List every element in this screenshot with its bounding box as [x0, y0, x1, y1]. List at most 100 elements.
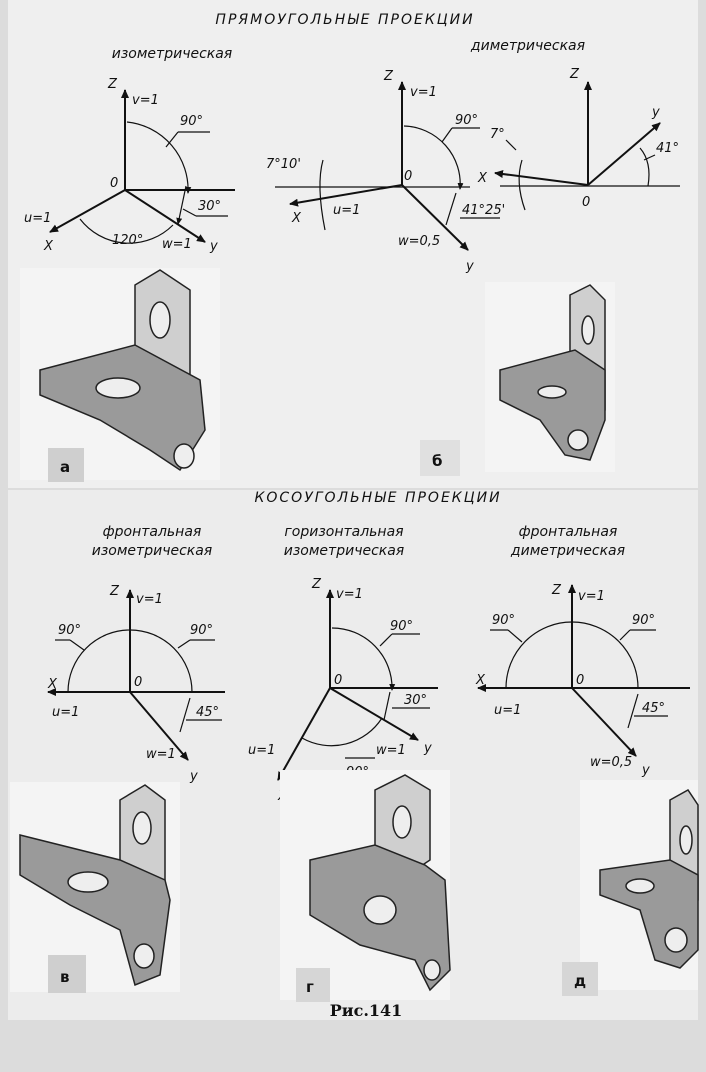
- subtitle-horiz-iso-2: изометрическая: [284, 543, 404, 559]
- subtitle-front-dim-2: диметрическая: [510, 543, 625, 559]
- angle-90: 90°: [455, 113, 478, 128]
- label-v1: v=1: [132, 93, 159, 108]
- tag-b: б: [432, 452, 442, 470]
- label-v1: v=1: [136, 592, 163, 607]
- axis-x: [49, 189, 126, 233]
- axis-x: [494, 170, 589, 186]
- label-u1: u=1: [333, 203, 360, 218]
- hole: [149, 301, 171, 339]
- label-origin: 0: [110, 176, 118, 191]
- label-origin: 0: [576, 673, 584, 688]
- arc-45: [627, 693, 639, 729]
- hole: [67, 871, 109, 893]
- label-w05: w=0,5: [590, 755, 632, 770]
- figure-caption: Рис.141: [330, 1001, 403, 1020]
- label-y: y: [465, 259, 474, 274]
- part-a: а: [20, 268, 220, 482]
- title-rect: ПРЯМОУГОЛЬНЫЕ ПРОЕКЦИИ: [215, 12, 474, 28]
- hole: [132, 811, 152, 845]
- label-w1: w=1: [162, 237, 192, 252]
- axis-x: [277, 687, 331, 781]
- label-z: Z: [383, 69, 394, 84]
- angle-90: 90°: [390, 619, 413, 634]
- label-origin: 0: [582, 195, 590, 210]
- label-z: Z: [107, 77, 118, 92]
- axis-y: [329, 687, 419, 741]
- label-origin: 0: [134, 675, 142, 690]
- label-origin: 0: [404, 169, 412, 184]
- arc-7: [518, 159, 526, 211]
- angle-30: 30°: [404, 693, 427, 708]
- label-y: y: [651, 105, 660, 120]
- diagram-isometric: Z v=1 90° 0 30° u=1 X 120° w=1 y: [24, 77, 235, 254]
- subtitle-front-iso-2: изометрическая: [92, 543, 212, 559]
- subtitle-front-dim-1: фронтальная: [519, 524, 618, 540]
- arc-41-25: [445, 192, 457, 226]
- label-origin: 0: [334, 673, 342, 688]
- hole: [625, 878, 655, 894]
- angle-7: 7°: [490, 127, 505, 142]
- angle-41: 41°: [656, 141, 679, 156]
- arc-90-90: [505, 621, 639, 689]
- label-v1: v=1: [336, 587, 363, 602]
- hole: [567, 429, 589, 451]
- axis-x: [289, 184, 403, 207]
- angle-7-10: 7°10': [266, 157, 301, 172]
- angle-90: 90°: [180, 114, 203, 129]
- arc-90-bottom: [301, 717, 383, 747]
- label-u1: u=1: [248, 743, 275, 758]
- arc-120: [79, 218, 174, 244]
- hole: [679, 825, 693, 855]
- angle-45: 45°: [642, 701, 665, 716]
- hole: [581, 315, 595, 345]
- hole: [664, 927, 688, 953]
- tag-d: д: [574, 972, 586, 990]
- label-y: y: [189, 769, 198, 784]
- axis-y: [587, 122, 661, 186]
- diagram-frontal-isometric: Z v=1 90° 90° X 0 u=1 45° w=1 y: [47, 584, 225, 784]
- label-y: y: [209, 239, 218, 254]
- axis-y: [124, 189, 206, 243]
- label-z: Z: [569, 67, 580, 82]
- label-z: Z: [551, 583, 562, 598]
- hole: [423, 959, 441, 981]
- part-v: в: [10, 782, 180, 993]
- diagram-dimetric-left: Z v=1 90° 0 7°10' X u=1 41°25' w=0,5 y: [266, 69, 505, 274]
- angle-41-25: 41°25': [462, 203, 505, 218]
- label-u1: u=1: [494, 703, 521, 718]
- arc-7-10: [319, 159, 326, 231]
- arc-90: [403, 125, 464, 190]
- hole: [95, 377, 141, 399]
- label-v1: v=1: [578, 589, 605, 604]
- angle-90-left: 90°: [492, 613, 515, 628]
- axis-y: [129, 691, 189, 761]
- subtitle-dim: диметрическая: [470, 38, 585, 54]
- axis-y: [571, 687, 637, 757]
- angle-90-right: 90°: [632, 613, 655, 628]
- subtitle-horiz-iso-1: горизонтальная: [284, 524, 403, 540]
- label-y: y: [641, 763, 650, 778]
- tag-a: а: [60, 458, 70, 476]
- hole: [537, 385, 567, 399]
- label-w1: w=1: [146, 747, 176, 762]
- subtitle-iso: изометрическая: [112, 46, 232, 62]
- label-x: X: [47, 677, 58, 692]
- arc-45: [179, 697, 191, 733]
- label-w05: w=0,5: [398, 234, 440, 249]
- part-d: д: [562, 780, 699, 996]
- label-v1: v=1: [410, 85, 437, 100]
- diagram-dimetric-right: Z 7° X y 41° 0: [477, 67, 680, 211]
- label-x: X: [477, 171, 488, 186]
- arc-90: [126, 121, 192, 194]
- angle-30: 30°: [198, 199, 221, 214]
- angle-120: 120°: [112, 233, 143, 248]
- label-x: X: [291, 211, 302, 226]
- hole: [392, 805, 412, 839]
- title-oblique: КОСОУГОЛЬНЫЕ ПРОЕКЦИИ: [254, 490, 501, 506]
- tag-v: в: [60, 968, 70, 986]
- hole: [173, 443, 195, 469]
- axis-y: [401, 184, 469, 251]
- part-b: б: [420, 282, 615, 476]
